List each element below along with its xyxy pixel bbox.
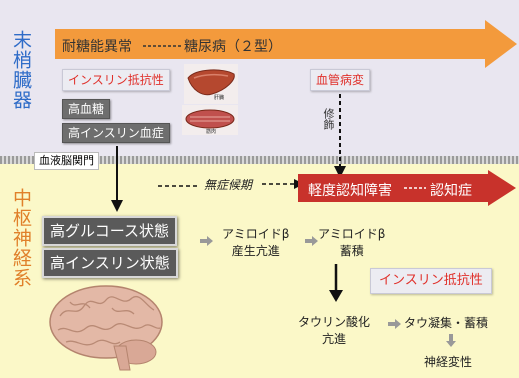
brain-image bbox=[49, 285, 163, 371]
brain-insulin-resistance-box: インスリン抵抗性 bbox=[370, 268, 492, 294]
asymptomatic-dash-left bbox=[158, 185, 200, 187]
amyloid-accumulation-label: アミロイドβ 蓄積 bbox=[318, 227, 386, 258]
dashed-connector bbox=[143, 45, 183, 47]
arrow-to-neurodegeneration bbox=[446, 334, 456, 347]
arrow-to-tau bbox=[329, 264, 343, 302]
hyperglycemia-box: 高血糖 bbox=[62, 99, 111, 119]
tau-aggregation-label: タウ凝集・蓄積 bbox=[404, 316, 489, 330]
disease-progression-arrow bbox=[55, 20, 517, 68]
blood-brain-barrier-label: 血液脳関門 bbox=[34, 152, 99, 170]
arrow-to-tau-aggregation bbox=[388, 319, 401, 329]
muscle-image: 筋肉 bbox=[182, 105, 238, 135]
peripheral-organs-label: 末梢臓器 bbox=[10, 30, 32, 110]
vascular-disease-box: 血管病変 bbox=[310, 69, 371, 91]
arrow-to-amyloid-production bbox=[200, 236, 213, 246]
diabetes-label: 糖尿病（２型） bbox=[184, 39, 282, 55]
modification-label: 修飾 bbox=[322, 108, 335, 130]
cns-label: 中枢神経系 bbox=[10, 188, 32, 288]
blood-brain-barrier-divider bbox=[0, 156, 519, 164]
arrow-to-amyloid-accumulation bbox=[305, 236, 318, 246]
liver-caption: 肝臓 bbox=[214, 95, 225, 101]
muscle-icon bbox=[185, 109, 235, 129]
high-insulin-state-box: 高インスリン状態 bbox=[42, 248, 178, 278]
liver-image: 肝臓 bbox=[184, 64, 238, 104]
dementia-label: 認知症 bbox=[430, 183, 472, 199]
peripheral-insulin-resistance-box: インスリン抵抗性 bbox=[62, 69, 170, 91]
tau-phosphorylation-label: タウリン酸化 亢進 bbox=[298, 315, 371, 346]
amyloid-production-label: アミロイドβ 産生亢進 bbox=[222, 227, 290, 258]
high-glucose-state-box: 高グルコース状態 bbox=[42, 216, 177, 246]
liver-icon bbox=[187, 69, 235, 96]
mci-dementia-dash bbox=[404, 187, 426, 189]
modification-arrow bbox=[334, 94, 346, 178]
glucose-intolerance-label: 耐糖能異常 bbox=[62, 39, 132, 55]
bbb-arrow bbox=[111, 146, 123, 212]
muscle-caption: 筋肉 bbox=[206, 129, 217, 135]
mci-label: 軽度認知障害 bbox=[308, 183, 392, 199]
asymptomatic-period-label: 無症候期 bbox=[204, 178, 253, 192]
hyperinsulinemia-box: 高インスリン血症 bbox=[62, 123, 170, 143]
neurodegeneration-label: 神経変性 bbox=[424, 355, 473, 369]
